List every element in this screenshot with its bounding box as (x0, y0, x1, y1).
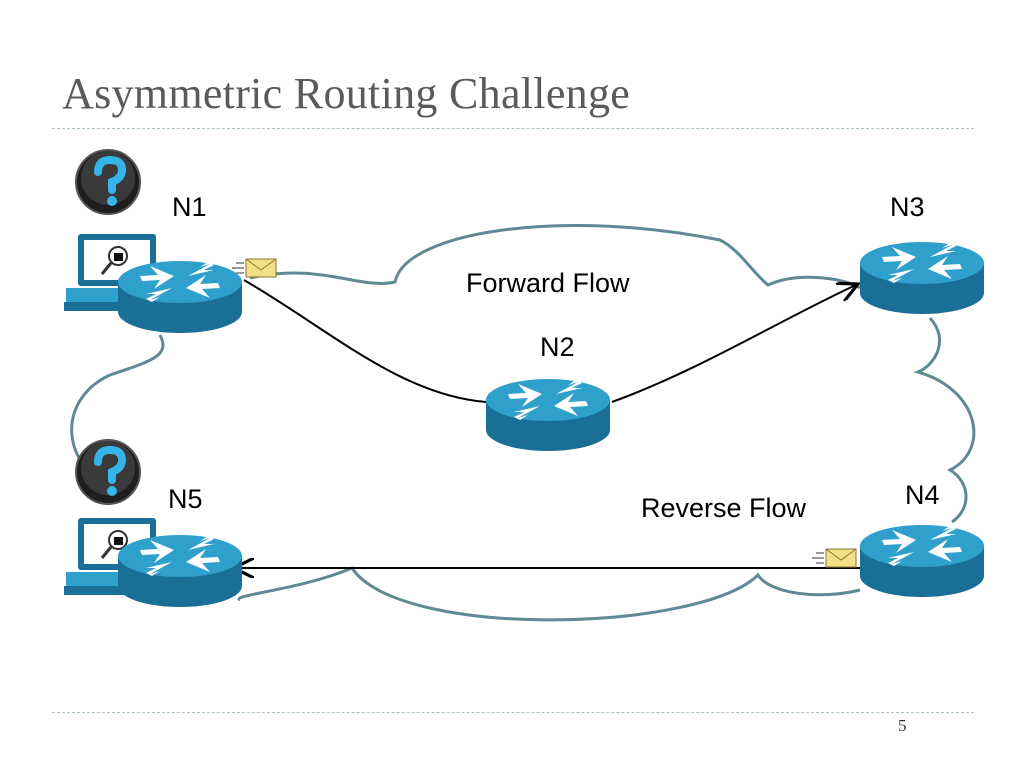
page-number: 5 (898, 716, 907, 735)
network-cloud (70, 224, 976, 622)
router-icon (118, 261, 242, 333)
slide-title: Asymmetric Routing Challenge (62, 69, 631, 118)
router-icon (860, 525, 984, 597)
forward-flow-path-n1-n2 (243, 279, 487, 403)
footer-divider (52, 712, 974, 713)
title-divider (52, 128, 974, 129)
envelope-icon (231, 258, 277, 278)
node-label-n1: N1 (172, 192, 207, 222)
question-mark-icon (76, 440, 140, 504)
question-mark-icon (76, 150, 140, 214)
router-icon (118, 535, 242, 607)
node-label-n4: N4 (905, 480, 940, 510)
node-label-n3: N3 (890, 192, 925, 222)
router-icon (860, 242, 984, 314)
router-icon (486, 379, 610, 451)
envelope-icon (811, 548, 857, 568)
node-label-n5: N5 (168, 484, 203, 514)
forward-flow-path-n2-n3 (611, 284, 858, 403)
forward-flow-label: Forward Flow (466, 268, 630, 298)
node-label-n2: N2 (540, 332, 575, 362)
reverse-flow-label: Reverse Flow (641, 493, 807, 523)
